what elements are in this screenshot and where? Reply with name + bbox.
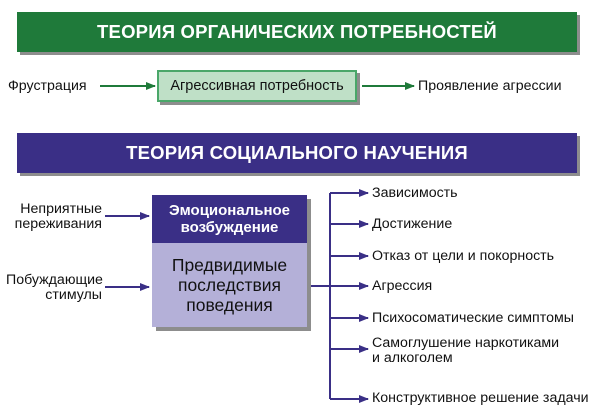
emo-line1: Эмоциональное (168, 202, 291, 219)
stimuli-label: Побуждающие стимулы (6, 272, 103, 303)
outcome-aggression: Агрессия (372, 278, 433, 294)
aggressive-need-label: Агрессивная потребность (170, 78, 344, 94)
pred-line2: последствия (177, 275, 282, 295)
aggressive-need-box: Агрессивная потребность (157, 70, 357, 102)
frustration-label: Фрустрация (8, 78, 87, 94)
outcome-self-anesthesia: Самоглушение наркотиками и алкоголем (372, 336, 559, 366)
stimuli-line2: стимулы (45, 287, 102, 303)
outcome-achievement: Достижение (372, 216, 453, 232)
emotional-arousal-box: Эмоциональное возбуждение (152, 195, 307, 243)
social-learning-title: ТЕОРИЯ СОЦИАЛЬНОГО НАУЧЕНИЯ (126, 142, 468, 163)
aggression-manifestation-label: Проявление агрессии (418, 78, 562, 94)
outcome-constructive: Конструктивное решение задачи (372, 390, 589, 406)
self-anesthesia-line2: и алкоголем (372, 350, 453, 366)
unpleasant-experiences-label: Неприятные переживания (6, 202, 102, 232)
emo-line2: возбуждение (180, 219, 279, 236)
organic-theory-title: ТЕОРИЯ ОРГАНИЧЕСКИХ ПОТРЕБНОСТЕЙ (97, 21, 497, 42)
unpleasant-line1: Неприятные (20, 201, 102, 217)
unpleasant-line2: переживания (14, 216, 102, 232)
anticipated-consequences-box: Предвидимые последствия поведения (152, 243, 307, 327)
pred-line3: поведения (186, 295, 273, 315)
outcome-withdrawal: Отказ от цели и покорность (372, 248, 555, 264)
outcome-psychosomatic: Психосоматические симптомы (372, 310, 574, 326)
organic-theory-banner: ТЕОРИЯ ОРГАНИЧЕСКИХ ПОТРЕБНОСТЕЙ (17, 12, 577, 52)
outcome-dependence: Зависимость (372, 185, 458, 201)
stimuli-line1: Побуждающие (6, 272, 103, 288)
social-learning-banner: ТЕОРИЯ СОЦИАЛЬНОГО НАУЧЕНИЯ (17, 133, 577, 173)
self-anesthesia-line1: Самоглушение наркотиками (372, 335, 560, 351)
pred-line1: Предвидимые (171, 255, 288, 275)
